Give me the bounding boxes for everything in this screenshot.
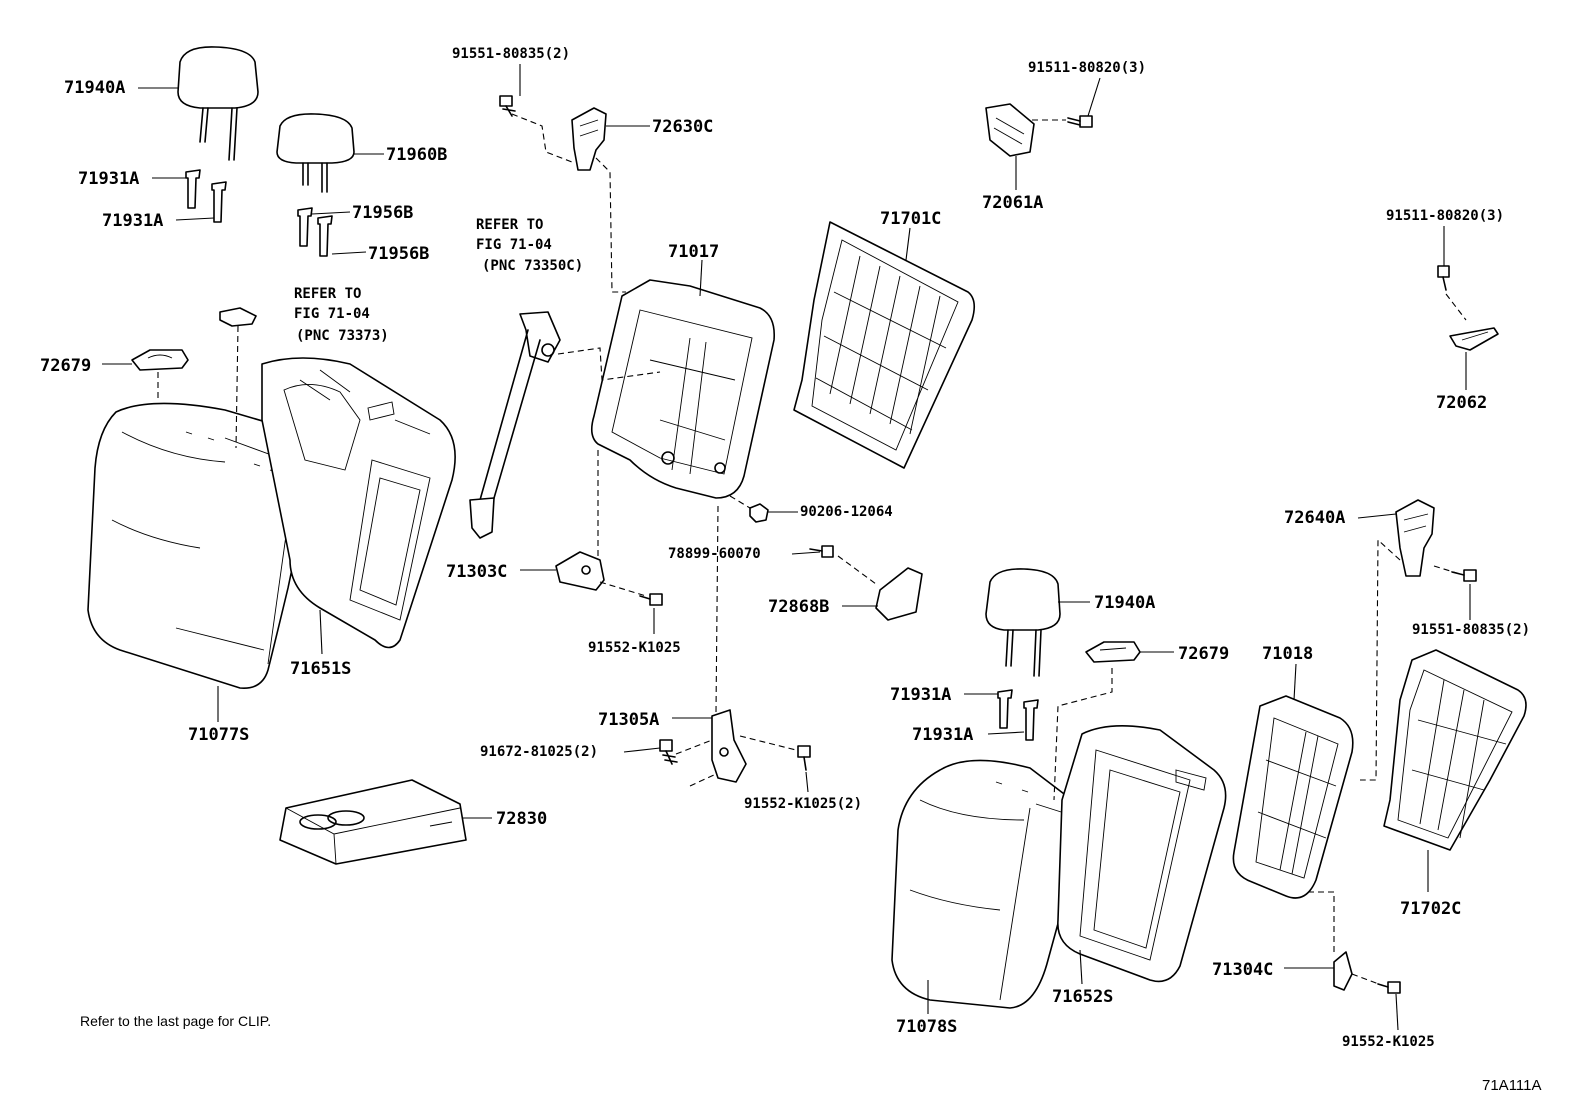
bracket-71305a (711, 709, 747, 783)
part-labels: 71940A 71931A 71931A 71960B 71956B 71956… (40, 46, 1530, 1050)
label-78899-60070: 78899-60070 (668, 546, 761, 562)
nut-90206-12064 (749, 503, 769, 523)
hinge-72061a (985, 103, 1035, 157)
label-72868b: 72868B (768, 597, 829, 617)
label-91552-k1025-mid: 91552-K1025 (588, 640, 681, 656)
label-71931a-1: 71931A (78, 169, 139, 189)
label-91552-k1025-2: 91552-K1025(2) (744, 796, 862, 812)
label-71931a-3: 71931A (890, 685, 951, 705)
figure-code: 71A111A (1482, 1077, 1542, 1094)
headrest-guide-71931a-right (997, 689, 1039, 741)
ref-belt-line2: FIG 71-04 (476, 237, 552, 253)
headrest-71960b (276, 113, 355, 193)
headrest-guide-71956b (297, 207, 333, 257)
label-71078s: 71078S (896, 1017, 957, 1037)
ref-pad-line1: REFER TO (294, 286, 361, 302)
bolt-91551-80835-right (1451, 569, 1477, 582)
bracket-71304c (1333, 951, 1353, 991)
label-71956b-1: 71956B (352, 203, 413, 223)
bezel-72679-left (131, 349, 189, 371)
label-91511-80820-top: 91511-80820(3) (1028, 60, 1146, 76)
label-91552-k1025-bottom: 91552-K1025 (1342, 1034, 1435, 1050)
label-72062: 72062 (1436, 393, 1487, 413)
label-71017: 71017 (668, 242, 719, 262)
label-72679-right: 72679 (1178, 644, 1229, 664)
ref-belt-line1: REFER TO (476, 217, 543, 233)
label-72630c: 72630C (652, 117, 713, 137)
label-71956b-2: 71956B (368, 244, 429, 264)
label-71960b: 71960B (386, 145, 447, 165)
label-71303c: 71303C (446, 562, 507, 582)
bolt-91552-k1025-2 (797, 745, 811, 771)
label-72830: 72830 (496, 809, 547, 829)
label-90206-12064: 90206-12064 (800, 504, 893, 520)
label-71940a-right: 71940A (1094, 593, 1155, 613)
label-71077s: 71077S (188, 725, 249, 745)
link-72062 (1449, 327, 1499, 351)
clip-note: Refer to the last page for CLIP. (80, 1013, 271, 1029)
label-71018: 71018 (1262, 644, 1313, 664)
seatbelt-73350c (469, 311, 561, 539)
bolt-91672-81025 (659, 739, 678, 765)
bezel-72679-right (1085, 641, 1141, 663)
seatback-pad-71652s (1057, 725, 1227, 983)
back-board-71701c (793, 221, 976, 469)
pad-72868b (875, 567, 923, 621)
ref-belt-line3: (PNC 73350C) (482, 258, 583, 274)
label-71931a-2: 71931A (102, 211, 163, 231)
seatback-cover-71078s (891, 759, 1085, 1009)
label-71940a-left: 71940A (64, 78, 125, 98)
leader-lines (102, 64, 1471, 1031)
label-71304c: 71304C (1212, 960, 1273, 980)
label-91672-81025: 91672-81025(2) (480, 744, 598, 760)
label-71931a-4: 71931A (912, 725, 973, 745)
ref-belt: REFER TO FIG 71-04 (PNC 73350C) (476, 217, 583, 274)
label-71701c: 71701C (880, 209, 941, 229)
label-72061a: 72061A (982, 193, 1043, 213)
headrest-71940a-left (177, 46, 259, 161)
label-91511-80820-right: 91511-80820(3) (1386, 208, 1504, 224)
bolt-91551-80835-top (499, 95, 516, 117)
bracket-72630c (571, 107, 607, 171)
bolt-91552-k1025-mid (639, 593, 663, 606)
seatback-cover-71077s (87, 402, 317, 689)
bolt-91511-80820-right (1437, 265, 1450, 291)
assembly-lines (157, 113, 1467, 987)
ref-pad-line2: FIG 71-04 (294, 306, 370, 322)
label-91551-80835-top: 91551-80835(2) (452, 46, 570, 62)
bracket-71303c (555, 551, 605, 591)
bolt-91552-k1025-bottom (1377, 981, 1401, 994)
label-71651s: 71651S (290, 659, 351, 679)
label-72679-left: 72679 (40, 356, 91, 376)
bolt-78899-60070 (809, 545, 834, 558)
seatback-frame-71017 (590, 279, 776, 499)
bracket-72640a (1395, 499, 1435, 577)
seatback-pad-71651s (261, 357, 456, 649)
label-72640a: 72640A (1284, 508, 1345, 528)
label-71702c: 71702C (1400, 899, 1461, 919)
pad-73373 (219, 307, 257, 327)
back-board-71702c (1383, 649, 1527, 851)
label-71652s: 71652S (1052, 987, 1113, 1007)
seatback-frame-71018 (1232, 695, 1354, 899)
armrest-72830 (279, 779, 467, 865)
ref-pad: REFER TO FIG 71-04 (PNC 73373) (294, 286, 389, 344)
label-71305a: 71305A (598, 710, 659, 730)
headrest-guide-71931a-left (185, 169, 227, 223)
label-91551-80835-right: 91551-80835(2) (1412, 622, 1530, 638)
ref-pad-line3: (PNC 73373) (296, 328, 389, 344)
bolt-91511-80820-top (1067, 115, 1093, 128)
headrest-71940a-right (985, 568, 1061, 677)
